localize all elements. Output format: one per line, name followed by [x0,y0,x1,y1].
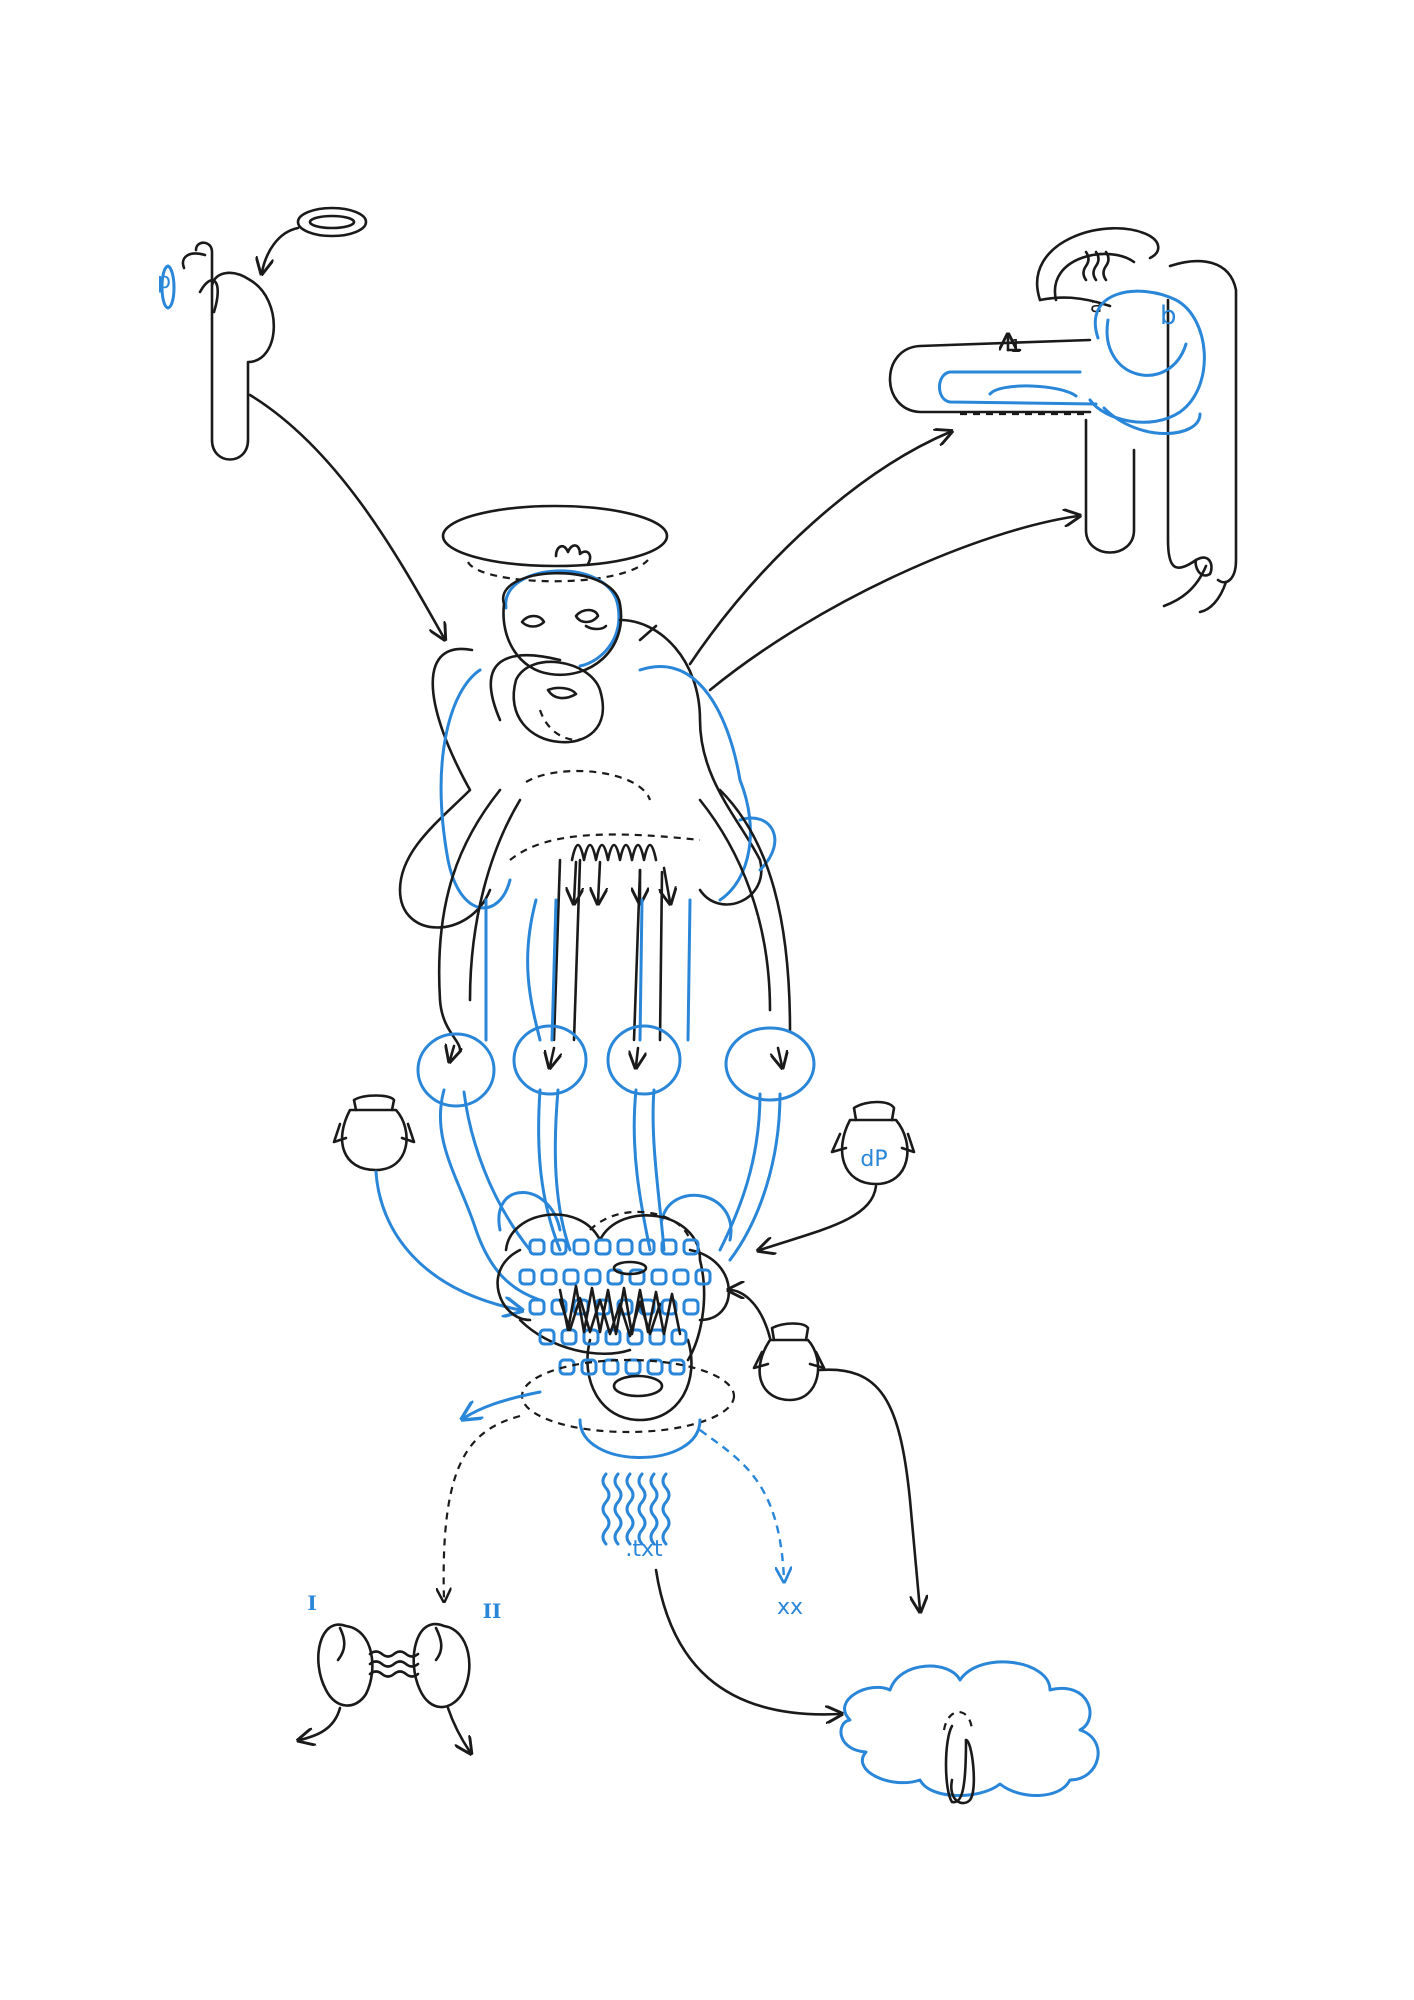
ring-2 [512,1024,588,1096]
grid-cell [638,1238,656,1256]
grid-cell [558,1358,576,1376]
top-right-figure: a 1 b [688,227,1238,692]
right-eye [574,608,600,624]
label-txt: .txt [625,1537,663,1562]
grid-cell [602,1358,620,1376]
grid-cell [660,1238,678,1256]
grid-cell [584,1268,602,1286]
grid-cell [528,1238,546,1256]
grid-cell [594,1238,612,1256]
grid-cell [572,1238,590,1256]
blue-cloud [839,1660,1100,1805]
grid-cell [560,1328,578,1346]
label-1: 1 [1010,336,1021,357]
label-dp: dP [860,1147,887,1172]
head-mouth [612,1374,664,1398]
grid-cell [528,1298,546,1316]
grid-cell [650,1268,668,1286]
ring-1 [416,1032,496,1108]
mouth [546,686,578,700]
grid-cell [518,1268,536,1286]
arrow-to-center [248,393,444,638]
label-b: b [1160,301,1177,331]
grid-cell [624,1358,642,1376]
ring-3 [606,1024,682,1096]
left-eye [520,614,546,628]
grid-cell [694,1268,712,1286]
grid-cell [668,1358,686,1376]
grid-cell [562,1268,580,1286]
label-xx: xx [777,1595,803,1620]
grid-cell [682,1238,700,1256]
label-ii: II [483,1599,502,1623]
grid-cell [672,1268,690,1286]
blue-arrow-left [374,1170,520,1310]
top-left-figure: p [157,206,444,638]
grid-cell [646,1358,664,1376]
label-i: I [307,1591,316,1615]
ring-4 [724,1026,816,1102]
grid-cell [550,1238,568,1256]
grid-cell [648,1328,666,1346]
label-p: p [157,269,171,294]
blue-rings [416,1024,816,1302]
halo [441,504,669,568]
left-pod [332,1094,520,1311]
seed-pair: I II [300,1591,501,1752]
central-creature [398,504,792,1066]
grid-cell [580,1358,598,1376]
blue-square-grid [518,1238,712,1376]
grid-cell [626,1328,644,1346]
grid-cell [616,1238,634,1256]
grid-cell [682,1298,700,1316]
grid-head: .txt [464,1210,736,1562]
right-lower-pod [730,1290,920,1610]
right-pod: dP [760,1100,916,1250]
floating-capsule [296,206,368,238]
arrow-to-top-right [688,432,950,666]
grid-cell [538,1328,556,1346]
lower-arrows: xx [444,1414,840,1714]
grid-cell [604,1328,622,1346]
grid-cell [628,1268,646,1286]
grid-cell [540,1268,558,1286]
